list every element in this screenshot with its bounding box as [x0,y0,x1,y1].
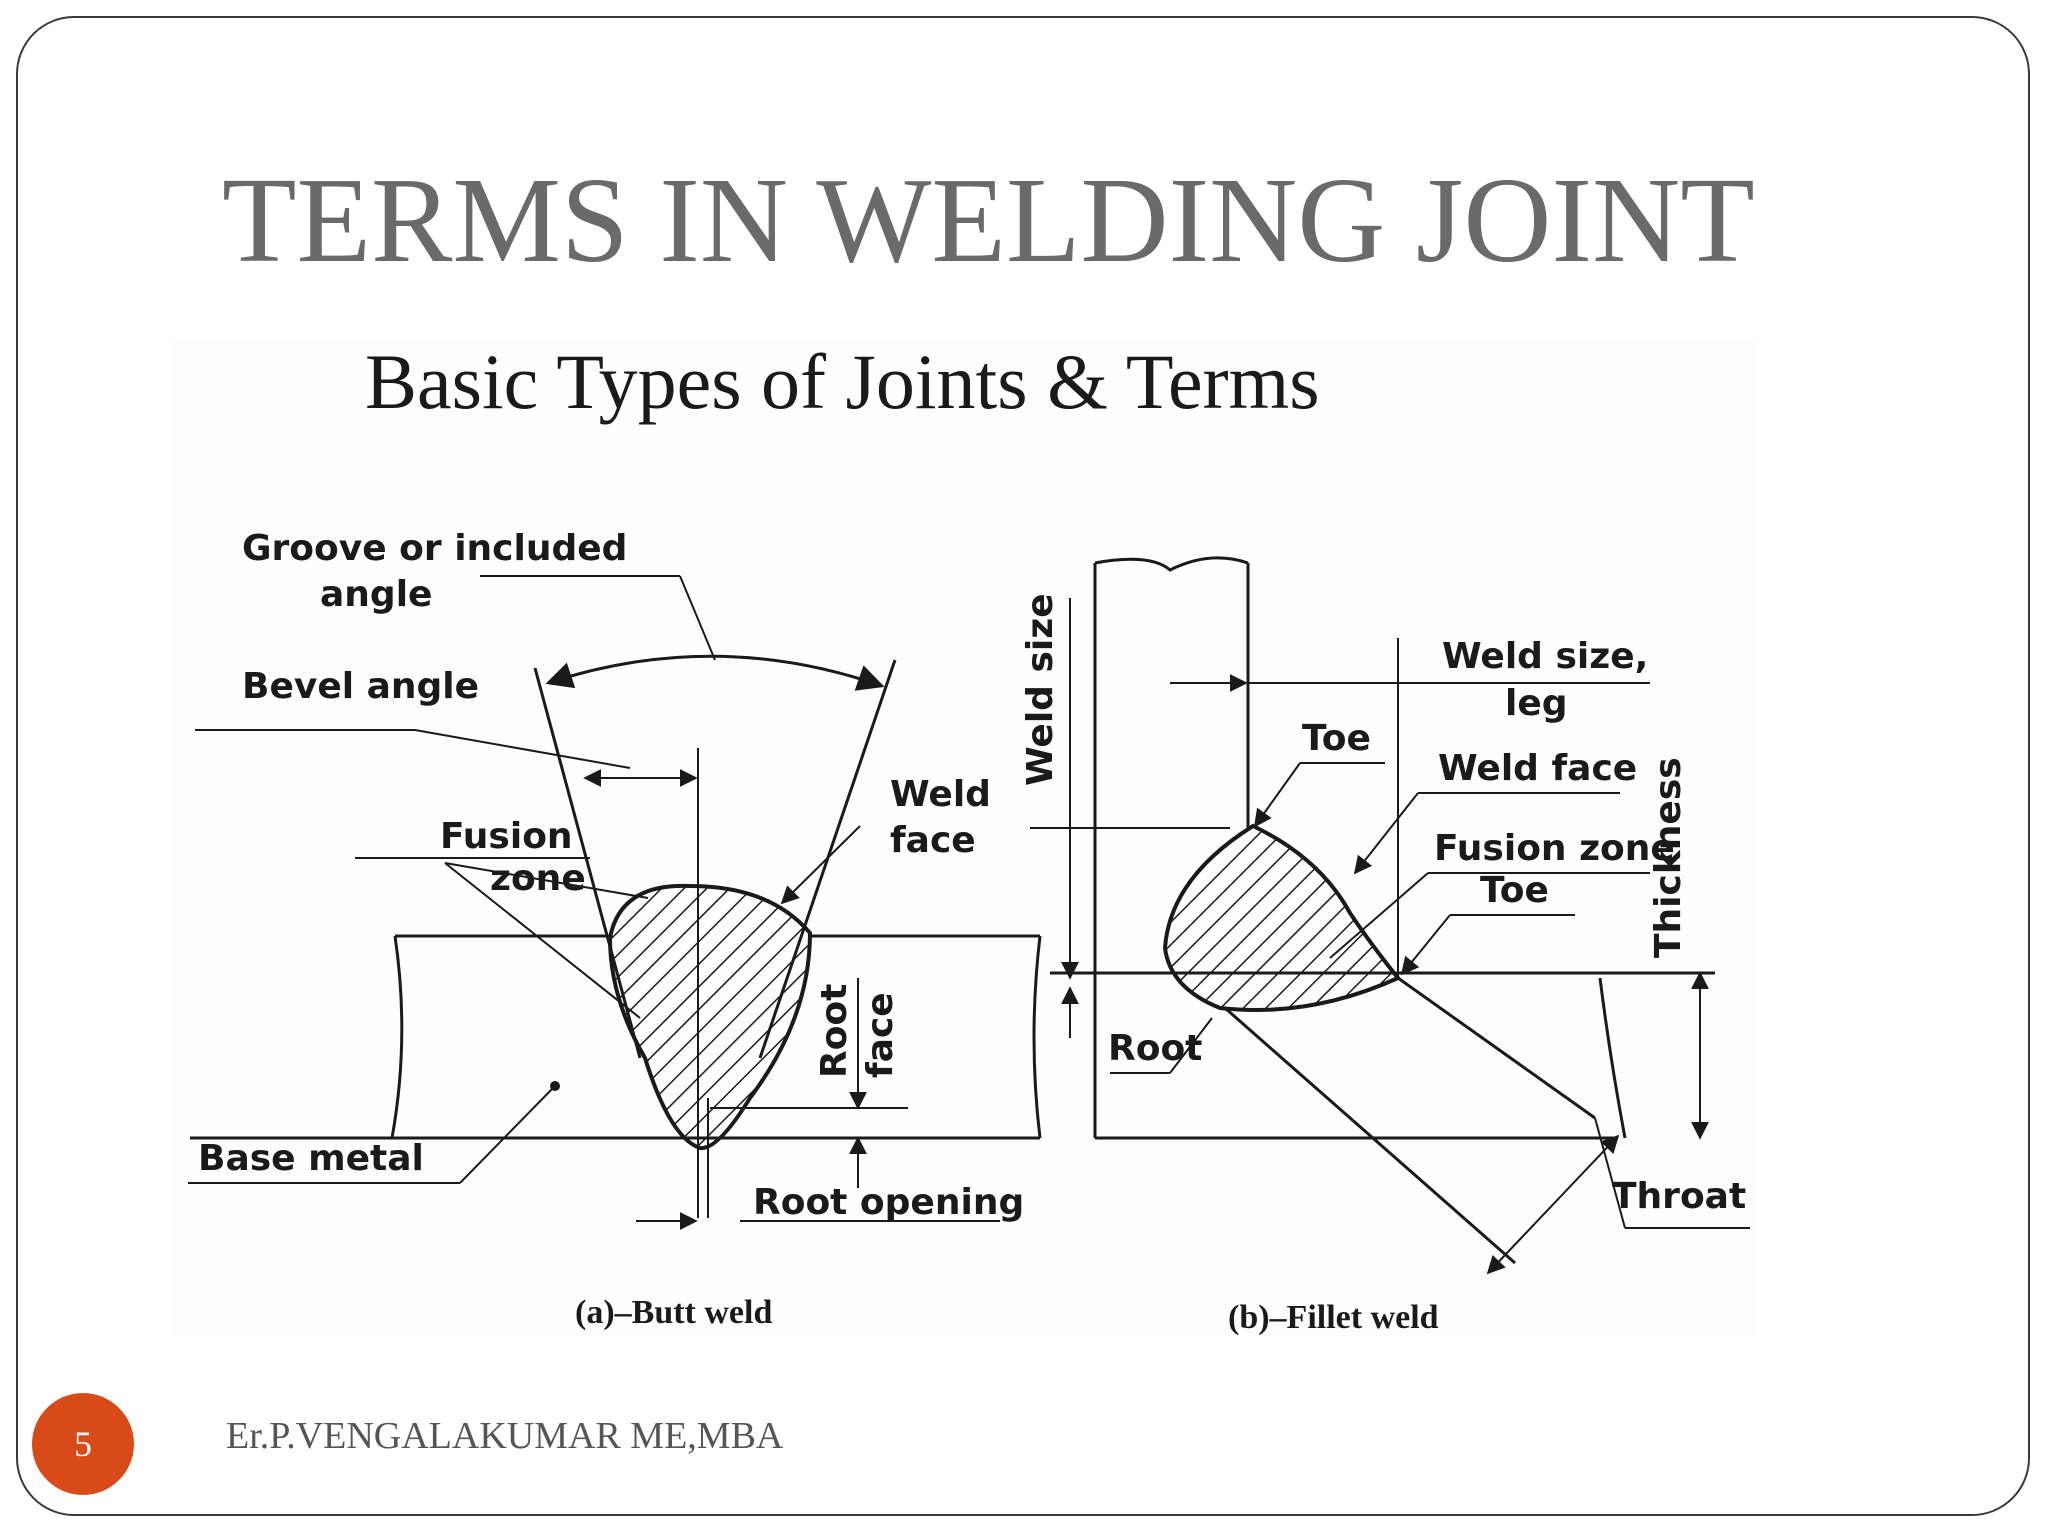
label-weld-1: Weld [890,774,991,815]
toe-bottom-leader [1400,914,1451,976]
label-groove-1: Groove or included [242,528,627,569]
butt-plate-left-break [390,935,404,1139]
fillet-vertical-break [1094,556,1249,572]
label-thickness: Thickness [1648,757,1689,958]
label-toe-bottom: Toe [1480,870,1549,911]
groove-line-left [533,667,642,1059]
caption-fillet-weld: (b)–Fillet weld [1228,1299,1439,1336]
throat-dim [1486,1134,1620,1275]
welding-diagram-svg: Basic Types of Joints & Terms [188,338,1750,1336]
fillet-weld-drawing [1030,556,1750,1275]
label-base-metal: Base metal [198,1138,424,1179]
bevel-leader [414,729,631,769]
label-weld-face-b: Weld face [1438,748,1637,789]
label-root: Root [1108,1028,1202,1069]
welding-diagram: Basic Types of Joints & Terms [170,338,1758,1336]
label-weld-size-vertical: Weld size [1020,593,1061,786]
butt-weld-drawing [188,575,1042,1230]
label-groove-2: angle [320,574,432,615]
weld-face-leader [780,825,861,905]
label-fusion-zone-b: Fusion zone [1434,828,1675,869]
base-metal-leader [459,1085,556,1184]
toe-top-leader [1253,762,1301,828]
label-weld-size-2: leg [1505,683,1568,724]
throat-line-2 [1397,976,1596,1120]
label-root-face-2: face [860,992,901,1078]
label-fusion-1: Fusion [440,816,573,857]
label-toe-top: Toe [1302,718,1371,759]
slide-title: TERMS IN WELDING JOINT [222,153,1755,288]
fillet-horizontal-break [1598,977,1627,1139]
caption-butt-weld: (a)–Butt weld [575,1294,772,1331]
root-leader [1169,1017,1213,1074]
fillet-weld-bead [1162,823,1402,1012]
label-throat: Throat [1612,1176,1746,1217]
label-fusion-2: zone [490,858,586,899]
throat-line-1 [1224,1006,1516,1265]
groove-leader [679,575,716,661]
label-root-face-1: Root [814,984,855,1078]
butt-plate-right-break [1032,935,1042,1139]
fusion-zone-leader-b [1329,872,1429,959]
page-number-badge: 5 [32,1393,134,1495]
butt-weld-bead [607,883,813,1151]
groove-angle-arc [545,654,885,691]
throat-leader [1594,1117,1626,1229]
label-weld-2: face [890,820,976,861]
label-bevel-angle: Bevel angle [242,666,479,707]
weld-face-leader-b [1353,792,1419,875]
fusion-leader-2 [444,862,649,899]
label-root-opening: Root opening [753,1182,1024,1223]
footer-author: Er.P.VENGALAKUMAR ME,MBA [226,1415,784,1457]
label-weld-size-1: Weld size, [1442,636,1648,677]
figure-title: Basic Types of Joints & Terms [365,338,1320,425]
fusion-leader-1 [444,862,641,1019]
